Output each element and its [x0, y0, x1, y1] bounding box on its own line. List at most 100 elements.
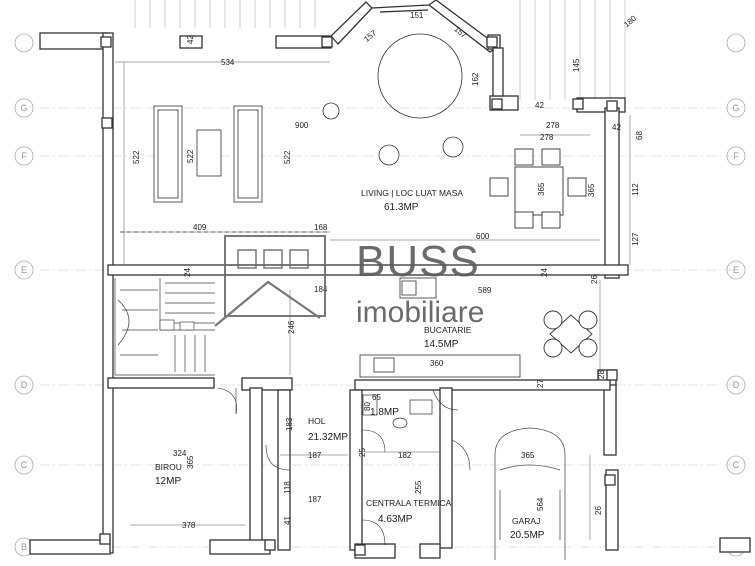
- axis-label: F: [21, 151, 27, 161]
- living-furniture: [120, 33, 464, 233]
- room-name-birou: BIROU: [155, 462, 182, 472]
- dim-label: 42: [612, 123, 621, 132]
- dim-label: 278: [546, 121, 560, 130]
- dim-label: 600: [476, 232, 490, 241]
- dining-set: [489, 148, 587, 229]
- kitchen-counter: [359, 277, 521, 378]
- room-area-wc: 1.8MP: [370, 407, 399, 418]
- axis-bubble-right: C: [726, 455, 746, 475]
- room-area-garaj: 20.5MP: [510, 530, 545, 541]
- lamp: [322, 102, 340, 120]
- dim-label: 365: [587, 183, 596, 197]
- dim-label: 168: [314, 223, 328, 232]
- dim-label: 68: [635, 131, 644, 140]
- kitchen-table: [543, 310, 598, 358]
- dim-label: 26: [594, 506, 603, 515]
- dim-label: 26: [590, 275, 599, 284]
- dim-label: 65: [372, 393, 381, 402]
- dim-label: 324: [173, 449, 187, 458]
- axis-bubble-g-right: [726, 33, 746, 53]
- dim-label: 278: [540, 133, 554, 142]
- watermark-logo: BUSS imobiliare: [214, 235, 484, 329]
- wc-fixtures: [362, 394, 433, 429]
- axis-labels-right: G F E D C B: [726, 33, 746, 557]
- room-name-centrala: CENTRALA TERMICA: [366, 498, 452, 508]
- axis-bubble-g-left: [14, 33, 34, 53]
- terrace-hatch: [134, 0, 626, 100]
- round-table: [377, 33, 463, 119]
- dim-label: 378: [182, 521, 196, 530]
- axis-label: C: [733, 460, 740, 470]
- room-area-centrala: 4.63MP: [378, 514, 413, 525]
- door-arcs: [217, 387, 471, 546]
- dim-label: 112: [631, 183, 640, 196]
- staircase: [114, 278, 215, 376]
- dim-label: 42: [186, 35, 195, 44]
- dim-label: 255: [414, 480, 423, 494]
- walls: [29, 0, 751, 559]
- dim-label: 187: [308, 495, 322, 504]
- axis-labels-left: G F E D C B: [14, 33, 34, 557]
- dim-label: 184: [314, 285, 328, 294]
- dim-label: 900: [295, 121, 309, 130]
- axis-bubble-left: C: [14, 455, 34, 475]
- coffee-table: [196, 129, 222, 177]
- dim-label: 180: [622, 13, 638, 29]
- dim-label: 24: [183, 268, 192, 277]
- watermark-brand: BUSS: [356, 237, 480, 286]
- dim-label: 365: [186, 455, 195, 469]
- dim-label: 127: [631, 232, 640, 246]
- dim-label: 25: [358, 448, 367, 457]
- axis-label: G: [20, 103, 27, 113]
- axis-label: E: [733, 265, 739, 275]
- watermark-sub: imobiliare: [356, 296, 484, 329]
- dim-label: 162: [471, 72, 480, 86]
- plant: [378, 144, 400, 166]
- dim-label: 41: [283, 516, 292, 525]
- axis-label: F: [733, 151, 739, 161]
- dim-label: 589: [478, 286, 492, 295]
- axis-label: D: [21, 380, 28, 390]
- dim-label: 534: [221, 58, 235, 67]
- dim-label: 118: [283, 481, 292, 494]
- plant: [442, 136, 464, 158]
- dim-label: 183: [285, 417, 294, 431]
- dim-label: 522: [132, 150, 141, 164]
- dim-label: 564: [536, 497, 545, 511]
- room-area-birou: 12MP: [155, 476, 181, 487]
- sofa-left: [153, 105, 183, 203]
- room-area-bucatarie: 14.5MP: [424, 339, 459, 350]
- room-name-bucatarie: BUCATARIE: [424, 325, 472, 335]
- axis-label: G: [732, 103, 739, 113]
- dim-label: 80: [363, 402, 372, 411]
- dimension-lines: [115, 61, 631, 540]
- dim-label: 360: [430, 359, 444, 368]
- dim-label: 409: [193, 223, 207, 232]
- dim-label: 27: [536, 379, 545, 388]
- dimension-labels: 151 157 157 180 42 534 162 145 42 278 27…: [132, 11, 644, 530]
- room-area-hol: 21.32MP: [308, 432, 348, 443]
- dim-label: 187: [308, 451, 322, 460]
- room-name-hol: HOL: [308, 416, 326, 426]
- room-labels: LIVING | LOC LUAT MASA 61.3MP BUCATARIE …: [155, 188, 545, 541]
- room-name-living: LIVING | LOC LUAT MASA: [361, 188, 463, 198]
- axis-bubble-left: E: [14, 260, 34, 280]
- axis-label: D: [733, 380, 740, 390]
- axis-bubble-right: E: [726, 260, 746, 280]
- dim-label: 151: [410, 11, 424, 20]
- axis-bubble-left: F: [14, 146, 34, 166]
- axis-bubble-right: G: [726, 98, 746, 118]
- dim-label: 157: [362, 28, 378, 44]
- axis-bubble-right: F: [726, 146, 746, 166]
- dim-label: 145: [572, 58, 581, 72]
- dim-label: 182: [398, 451, 412, 460]
- dim-label: 522: [186, 149, 195, 163]
- sofa-right: [233, 105, 263, 203]
- axis-label: E: [21, 265, 27, 275]
- axis-bubble-right: D: [726, 375, 746, 395]
- dim-label: 522: [283, 150, 292, 164]
- dim-label: 42: [535, 101, 544, 110]
- dim-label: 28: [597, 370, 606, 379]
- axis-label: C: [21, 460, 28, 470]
